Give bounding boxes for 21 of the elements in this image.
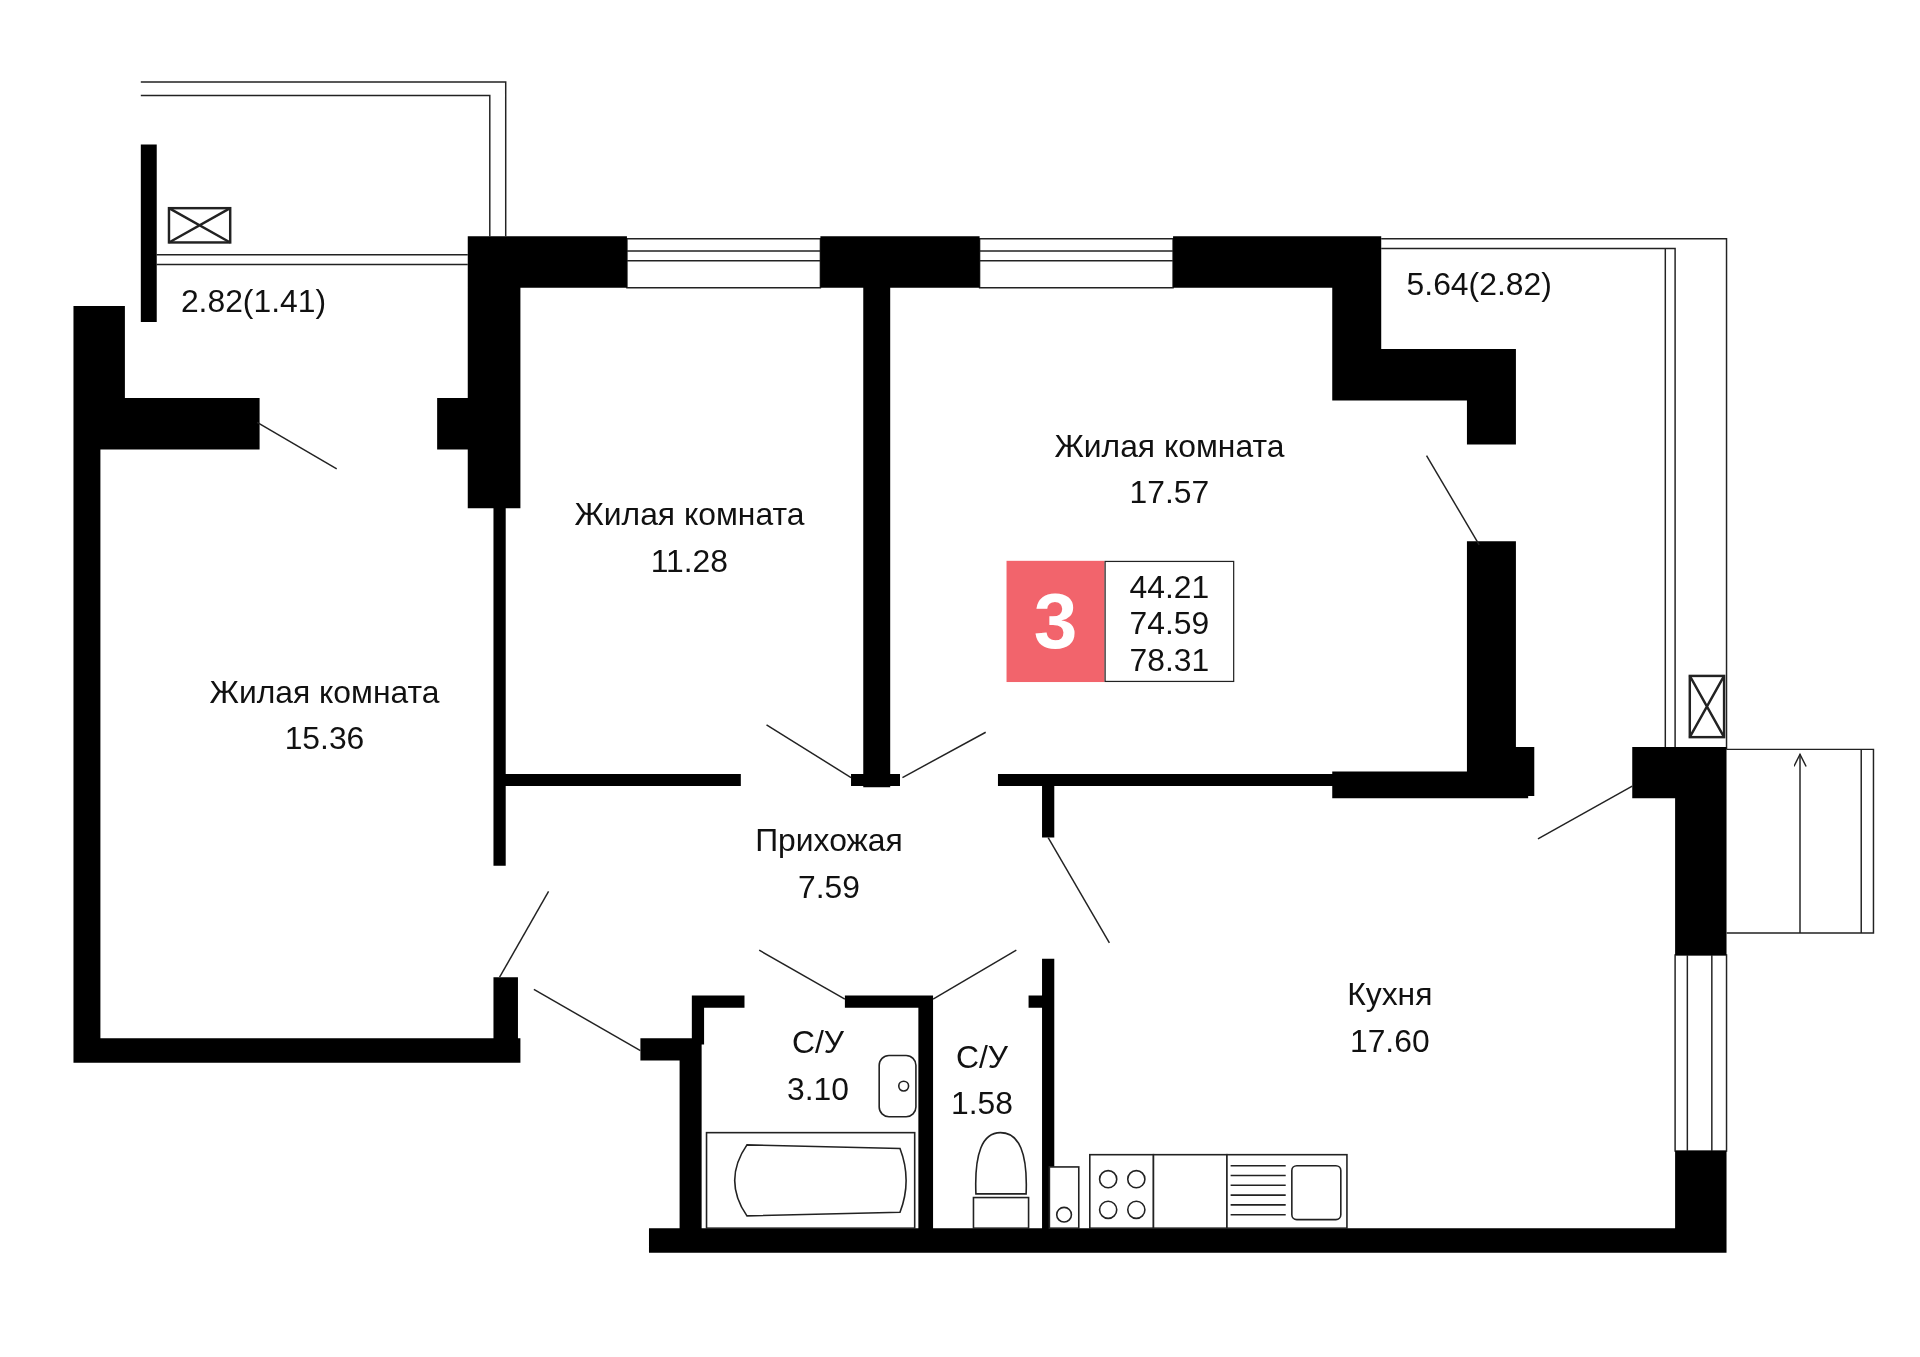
area-value: 44.21 bbox=[1128, 569, 1211, 604]
area-value: 11.28 bbox=[649, 541, 730, 581]
room-count-badge: 3 bbox=[1006, 560, 1105, 683]
area-value: 5.64(2.82) bbox=[1406, 264, 1552, 304]
area-summary-panel bbox=[1104, 560, 1235, 683]
room-name: Прихожая bbox=[755, 820, 903, 860]
area-value: 3.10 bbox=[786, 1069, 849, 1109]
area-value: 17.57 bbox=[1128, 472, 1211, 512]
area-value: 74.59 bbox=[1128, 606, 1211, 641]
room-name: С/У bbox=[790, 1022, 845, 1062]
room-name: Жилая комната bbox=[209, 672, 440, 712]
room-name: Жилая комната bbox=[1054, 426, 1285, 466]
room-name: С/У bbox=[955, 1037, 1010, 1077]
room-name: Кухня bbox=[1347, 974, 1433, 1014]
area-value: 15.36 bbox=[283, 719, 366, 758]
area-value: 2.82(1.41) bbox=[180, 281, 327, 321]
area-value: 1.58 bbox=[951, 1083, 1014, 1123]
room-name: Жилая комната bbox=[574, 494, 805, 534]
area-value: 17.60 bbox=[1348, 1021, 1431, 1061]
area-value: 78.31 bbox=[1128, 642, 1211, 678]
area-value: 7.59 bbox=[797, 867, 861, 907]
